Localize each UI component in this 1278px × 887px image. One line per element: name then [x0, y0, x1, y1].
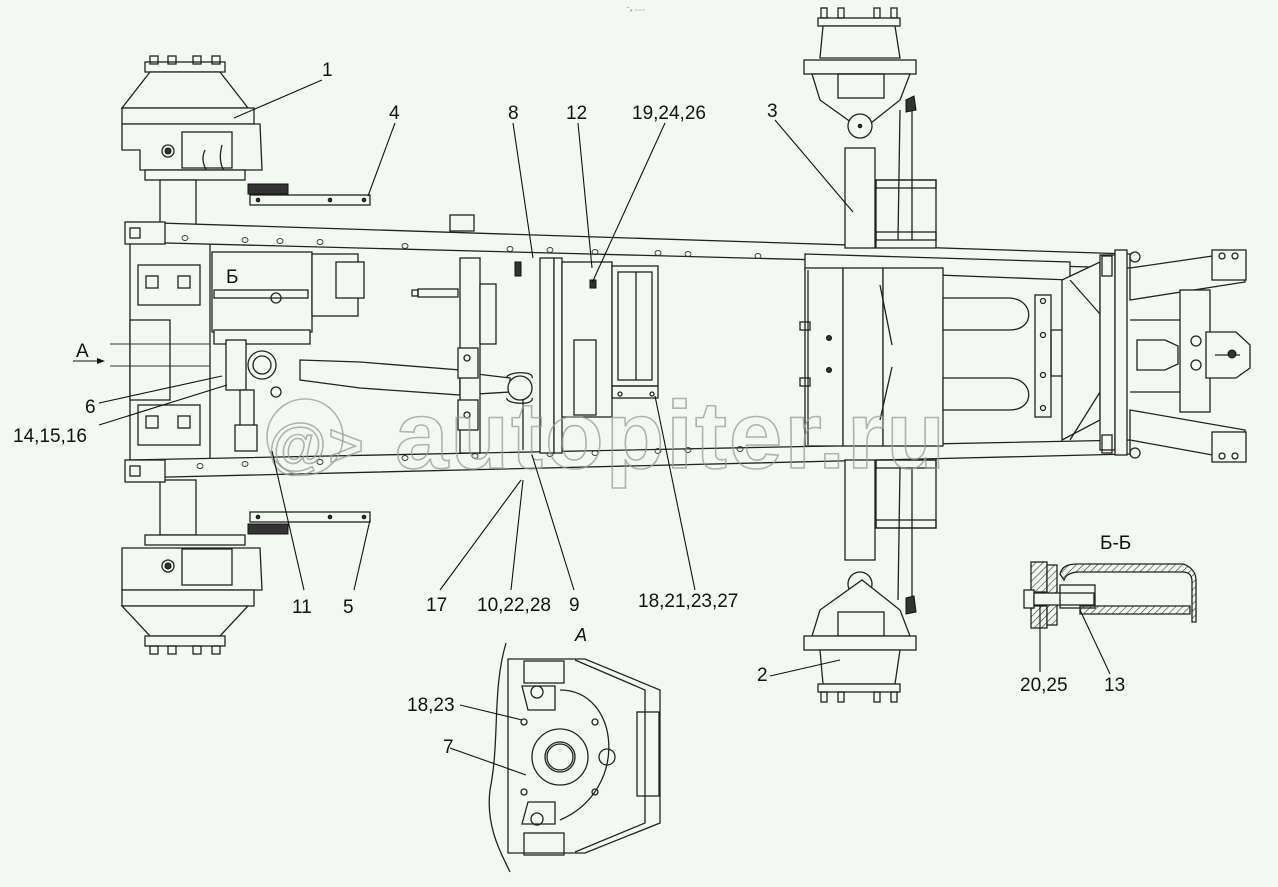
front-axle-bottom-hub — [120, 479, 263, 655]
front-axle-body — [129, 239, 211, 466]
front-axle-top-hub — [120, 55, 263, 241]
callout-4: 4 — [389, 103, 400, 124]
callout-6: 6 — [85, 397, 96, 418]
callout-12: 12 — [566, 103, 587, 124]
section-bb-title: Б-Б — [1100, 533, 1131, 554]
callout-18-21-23-27: 18,21,23,27 — [638, 591, 738, 612]
callout-9: 9 — [569, 595, 580, 616]
callout-bb-20-25: 20,25 — [1020, 675, 1068, 696]
view-a-detail: A 18,23 7 — [407, 625, 661, 873]
header-mark: ⁼ₐ ₌₌₌ — [626, 6, 646, 13]
callout-11: 11 — [292, 597, 312, 618]
rear-axle-mount — [799, 249, 1128, 456]
main-view: Б — [13, 7, 1251, 703]
bracket-5 — [249, 511, 371, 523]
section-bb: Б-Б 20,25 13 — [1020, 533, 1197, 696]
callout-1: 1 — [322, 60, 333, 81]
callout-3: 3 — [767, 101, 778, 122]
callout-view-a-18-23: 18,23 — [407, 695, 455, 716]
view-a-arrow-label: A — [76, 341, 89, 362]
view-a-arrow: A — [73, 341, 210, 367]
battery-box — [514, 261, 659, 418]
watermark-text: autopiter.ru — [395, 382, 947, 489]
callout-2: 2 — [757, 665, 768, 686]
rear-axle — [803, 7, 937, 703]
leader-lines — [98, 79, 854, 677]
callout-17: 17 — [426, 595, 447, 616]
section-mark-b: Б — [226, 267, 238, 288]
callout-bb-13: 13 — [1104, 675, 1125, 696]
bracket-4 — [249, 194, 371, 206]
callout-14-15-16: 14,15,16 — [13, 426, 87, 447]
transfer-case — [211, 251, 365, 345]
callout-view-a-7: 7 — [443, 737, 454, 758]
callout-8: 8 — [508, 103, 519, 124]
callout-19-24-26: 19,24,26 — [632, 103, 706, 124]
watermark-logo: @> — [268, 412, 366, 479]
callout-10-22-28: 10,22,28 — [477, 595, 551, 616]
rear-drawbar — [1129, 249, 1251, 463]
view-a-title: A — [574, 625, 587, 645]
callout-5: 5 — [343, 597, 354, 618]
watermark: @> autopiter.ru — [266, 381, 947, 490]
crossmember-front — [411, 257, 563, 454]
